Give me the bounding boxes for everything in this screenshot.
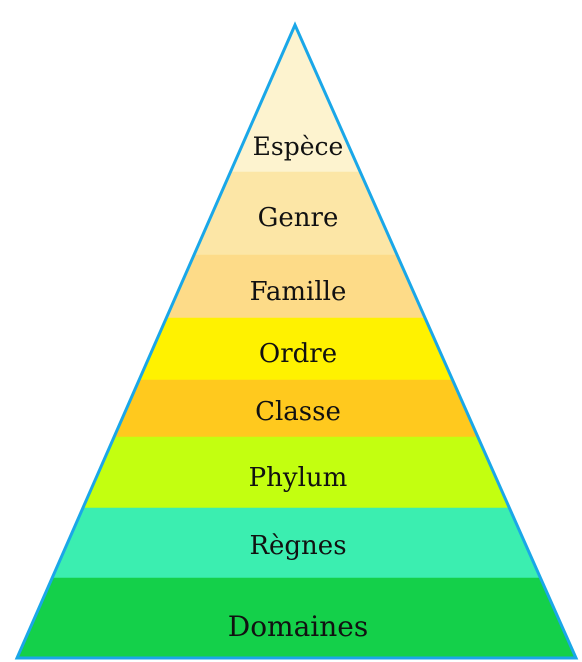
pyramid-outline <box>14 21 579 660</box>
level-label-classe: Classe <box>255 397 341 427</box>
pyramid-labels: Espèce Genre Famille Ordre Classe Phylum… <box>228 132 368 643</box>
level-label-domaines: Domaines <box>228 610 368 643</box>
level-label-espece: Espèce <box>253 132 344 161</box>
level-label-regnes: Règnes <box>249 531 346 561</box>
level-label-famille: Famille <box>250 277 347 307</box>
level-label-phylum: Phylum <box>249 463 348 493</box>
level-label-ordre: Ordre <box>259 339 337 369</box>
pyramid-bands <box>16 24 577 659</box>
level-label-genre: Genre <box>258 203 339 233</box>
